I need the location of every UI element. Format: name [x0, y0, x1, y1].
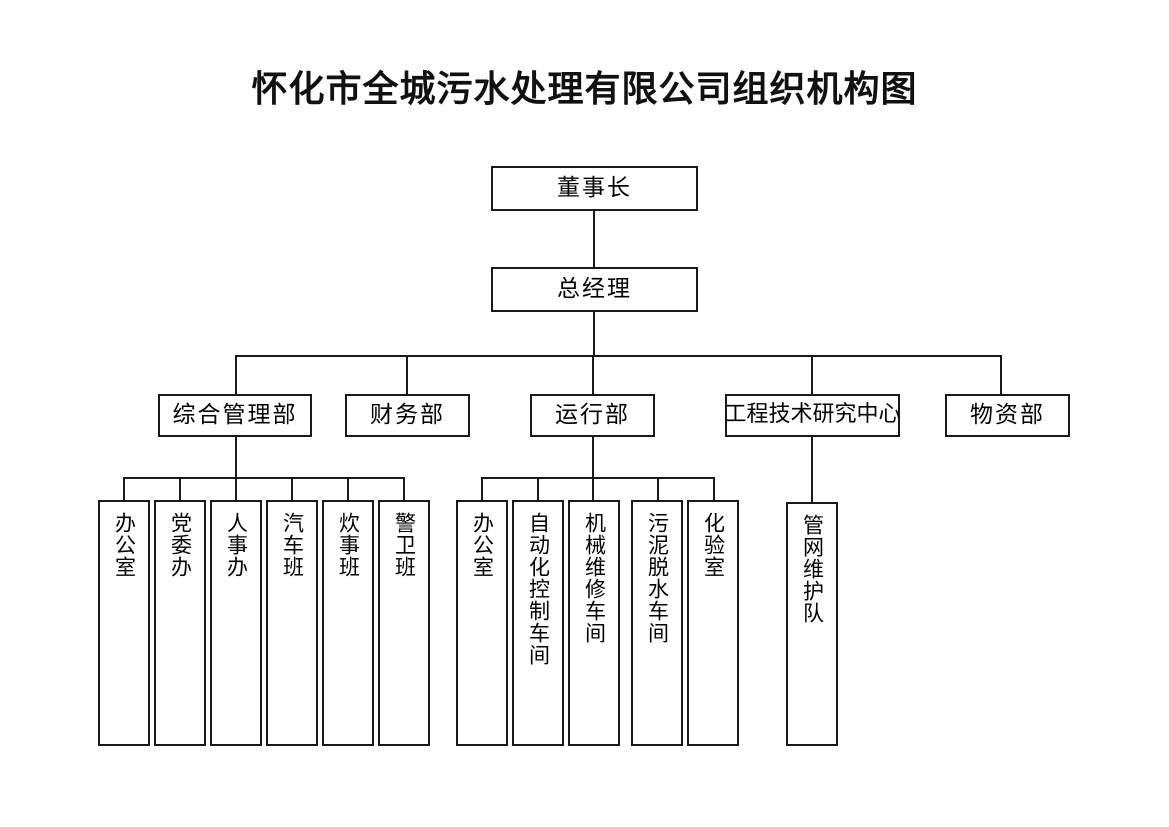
node-unit-mechanical-maintenance-workshop-label: 机械维修车间: [582, 512, 607, 644]
node-department-comprehensive-management-label: 综合管理部: [172, 401, 298, 428]
connector-operation-bus: [481, 477, 714, 479]
node-department-materials[interactable]: 物资部: [945, 394, 1070, 437]
connector-drop-materials: [1000, 355, 1002, 394]
node-unit-vehicle-team[interactable]: 汽车班: [266, 500, 318, 746]
node-department-finance[interactable]: 财务部: [345, 394, 470, 437]
node-unit-operation-office-label: 办公室: [470, 512, 495, 578]
page-title: 怀化市全城污水处理有限公司组织机构图: [251, 69, 918, 110]
connector-admin-stem: [235, 437, 237, 478]
connector-gm-stem: [593, 312, 595, 356]
node-department-engineering-research-center[interactable]: 工程技术研究中心: [724, 394, 901, 437]
node-unit-security-team-label: 警卫班: [392, 512, 417, 578]
node-department-comprehensive-management[interactable]: 综合管理部: [158, 394, 312, 437]
connector-drop-operation-5: [713, 477, 715, 501]
connector-drop-operation-1: [481, 477, 483, 501]
connector-drop-operation-3: [592, 477, 594, 501]
connector-drop-engineering: [811, 355, 813, 394]
node-chairman[interactable]: 董事长: [491, 166, 698, 211]
connector-operation-stem: [592, 437, 594, 478]
node-unit-canteen-team-label: 炊事班: [336, 512, 361, 578]
node-general-manager[interactable]: 总经理: [491, 267, 698, 312]
node-unit-canteen-team[interactable]: 炊事班: [322, 500, 374, 746]
node-department-materials-label: 物资部: [970, 401, 1045, 428]
connector-drop-admin-5: [347, 477, 349, 501]
connector-drop-operation-2: [537, 477, 539, 501]
node-unit-party-committee-office[interactable]: 党委办: [154, 500, 206, 746]
node-unit-security-team[interactable]: 警卫班: [378, 500, 430, 746]
connector-department-bus: [235, 355, 1001, 357]
connector-drop-admin: [235, 355, 237, 394]
node-unit-pipe-network-maintenance-team[interactable]: 管网维护队: [786, 502, 838, 746]
node-unit-party-committee-office-label: 党委办: [168, 512, 193, 578]
connector-drop-admin-3: [235, 477, 237, 501]
connector-engineering-stem: [811, 437, 813, 502]
node-unit-mechanical-maintenance-workshop[interactable]: 机械维修车间: [568, 500, 620, 746]
node-unit-automation-control-workshop-label: 自动化控制车间: [526, 512, 551, 666]
node-unit-laboratory-label: 化验室: [701, 512, 726, 578]
connector-drop-operation: [592, 355, 594, 394]
node-unit-admin-office[interactable]: 办公室: [98, 500, 150, 746]
node-unit-vehicle-team-label: 汽车班: [280, 512, 305, 578]
node-unit-sludge-dewatering-workshop-label: 污泥脱水车间: [645, 512, 670, 644]
node-unit-human-resources-office[interactable]: 人事办: [210, 500, 262, 746]
connector-drop-admin-2: [179, 477, 181, 501]
node-general-manager-label: 总经理: [557, 275, 632, 302]
node-unit-sludge-dewatering-workshop[interactable]: 污泥脱水车间: [631, 500, 683, 746]
connector-admin-bus: [123, 477, 404, 479]
node-unit-admin-office-label: 办公室: [112, 512, 137, 578]
connector-drop-operation-4: [657, 477, 659, 501]
node-department-engineering-research-center-label: 工程技术研究中心: [724, 402, 901, 428]
node-unit-pipe-network-maintenance-team-label: 管网维护队: [800, 514, 825, 624]
connector-drop-admin-1: [123, 477, 125, 501]
node-unit-laboratory[interactable]: 化验室: [687, 500, 739, 746]
node-unit-automation-control-workshop[interactable]: 自动化控制车间: [512, 500, 564, 746]
node-unit-operation-office[interactable]: 办公室: [456, 500, 508, 746]
node-unit-human-resources-office-label: 人事办: [224, 512, 249, 578]
node-department-finance-label: 财务部: [370, 401, 445, 428]
connector-drop-admin-6: [403, 477, 405, 501]
node-department-operation[interactable]: 运行部: [530, 394, 655, 437]
node-department-operation-label: 运行部: [555, 401, 630, 428]
connector-drop-finance: [406, 355, 408, 394]
connector-drop-admin-4: [291, 477, 293, 501]
node-chairman-label: 董事长: [557, 174, 632, 201]
connector-chairman-to-gm: [593, 211, 595, 267]
